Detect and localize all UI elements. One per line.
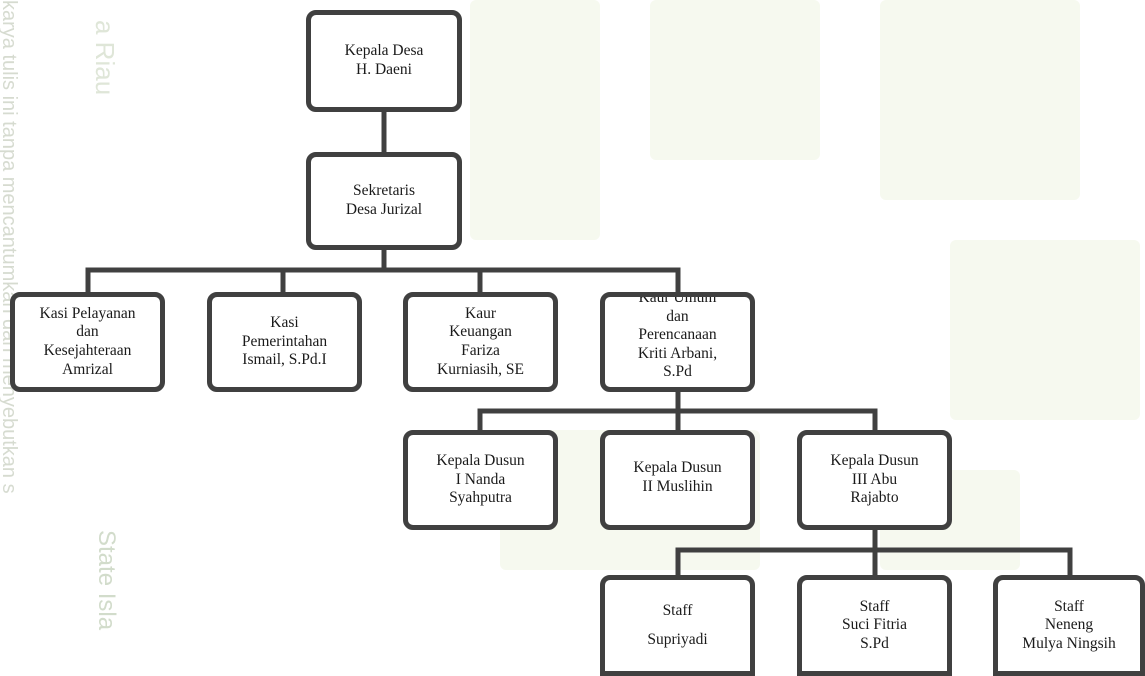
- node-text: Kasi Pelayanan: [39, 304, 136, 322]
- node-text: Pemerintahan: [241, 332, 328, 350]
- node-staff-2: Staff Suci Fitria S.Pd: [797, 575, 952, 676]
- node-text: Supriyadi: [647, 630, 708, 648]
- node-text: Perencanaan: [638, 326, 717, 344]
- node-text: Mulya Ningsih: [1022, 634, 1116, 652]
- node-text: Kepala Dusun: [830, 452, 919, 470]
- node-kaur-keuangan: Kaur Keuangan Fariza Kurniasih, SE: [403, 292, 558, 392]
- node-text: Kaur Umum: [638, 292, 717, 306]
- node-kepala-dusun-1: Kepala Dusun I Nanda Syahputra: [403, 430, 558, 530]
- node-text: Neneng: [1044, 616, 1094, 634]
- node-text: dan: [76, 323, 99, 341]
- node-text: III Abu: [851, 470, 898, 488]
- node-text: Staff: [662, 601, 693, 619]
- node-text: Ismail, S.Pd.I: [242, 351, 327, 369]
- node-text: H. Daeni: [356, 61, 412, 78]
- node-kepala-dusun-3: Kepala Dusun III Abu Rajabto: [797, 430, 952, 530]
- node-text: Suci Fitria: [841, 616, 907, 634]
- node-text: Amrizal: [62, 360, 113, 378]
- node-text: Sekretaris: [353, 182, 415, 200]
- node-text: Kaur: [465, 304, 496, 322]
- watermark-shape: [650, 0, 820, 160]
- node-kaur-umum: Kaur Umum dan Perencanaan Kriti Arbani, …: [600, 292, 755, 392]
- node-staff-3: Staff Neneng Mulya Ningsih: [993, 575, 1145, 676]
- node-text: Kasi: [270, 314, 299, 332]
- watermark-shape: [470, 0, 600, 240]
- node-text: Kriti Arbani,: [637, 344, 718, 362]
- node-text: Syahputra: [449, 489, 512, 507]
- node-text: Kepala Dusun: [436, 452, 525, 470]
- node-text: Kesejahteraan: [43, 342, 132, 359]
- node-text: Rajabto: [850, 489, 899, 507]
- node-text: II Muslihin: [642, 477, 713, 495]
- node-kepala-dusun-2: Kepala Dusun II Muslihin: [600, 430, 755, 530]
- node-text: Staff: [1054, 597, 1084, 615]
- node-text: S.Pd: [860, 634, 889, 652]
- node-text: Kurniasih, SE: [437, 360, 524, 378]
- node-kasi-pelayanan: Kasi Pelayanan dan Kesejahteraan Amrizal: [10, 292, 165, 392]
- node-text: I Nanda: [455, 470, 506, 488]
- node-text: Kepala Desa: [344, 42, 424, 60]
- node-text: S.Pd: [663, 363, 692, 381]
- node-staff-1: Staff Supriyadi: [600, 575, 755, 676]
- node-text: Fariza: [461, 342, 500, 359]
- node-text: Keuangan: [449, 323, 512, 341]
- watermark-shape: [950, 240, 1140, 420]
- node-text: Desa Jurizal: [345, 201, 423, 218]
- node-kepala-desa: Kepala Desa H. Daeni: [306, 10, 462, 112]
- node-text: Kepala Dusun: [633, 459, 722, 476]
- node-kasi-pemerintahan: Kasi Pemerintahan Ismail, S.Pd.I: [207, 292, 362, 392]
- watermark-shape: [880, 0, 1080, 200]
- node-sekretaris: Sekretaris Desa Jurizal: [306, 152, 462, 250]
- node-text: Staff: [859, 597, 890, 615]
- node-text: dan: [666, 307, 689, 325]
